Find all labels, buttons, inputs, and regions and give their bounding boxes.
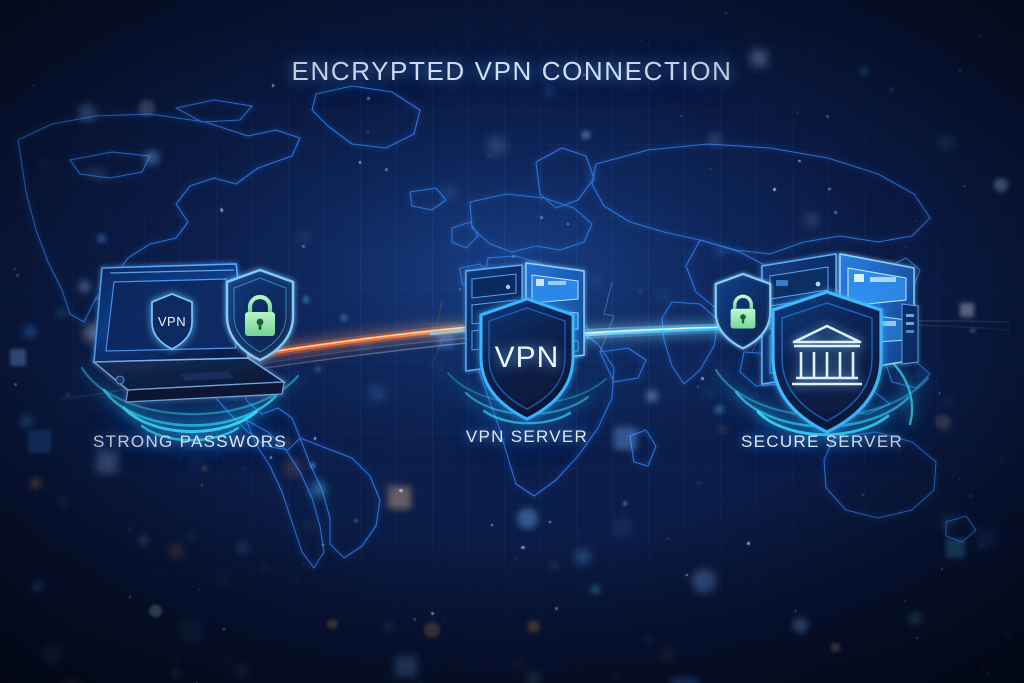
bank-shield-icon [771, 290, 883, 434]
node-secure-server-label: SECURE SERVER [740, 432, 904, 451]
node-client-label: STRONG PASSWORS [93, 432, 287, 451]
node-vpn-server[interactable]: VPN VPN SERVER [432, 255, 622, 460]
node-secure-server[interactable]: SECURE SERVER [706, 240, 938, 460]
node-client[interactable]: VPN [70, 250, 310, 460]
green-padlock-shield-icon [225, 268, 295, 362]
vpn-shield-text: VPN [495, 341, 560, 374]
vpn-shield-icon: VPN [479, 297, 575, 421]
page-title: ENCRYPTED VPN CONNECTION [291, 56, 733, 86]
svg-text:VPN: VPN [158, 314, 186, 329]
node-vpn-server-label: VPN SERVER [465, 427, 589, 446]
